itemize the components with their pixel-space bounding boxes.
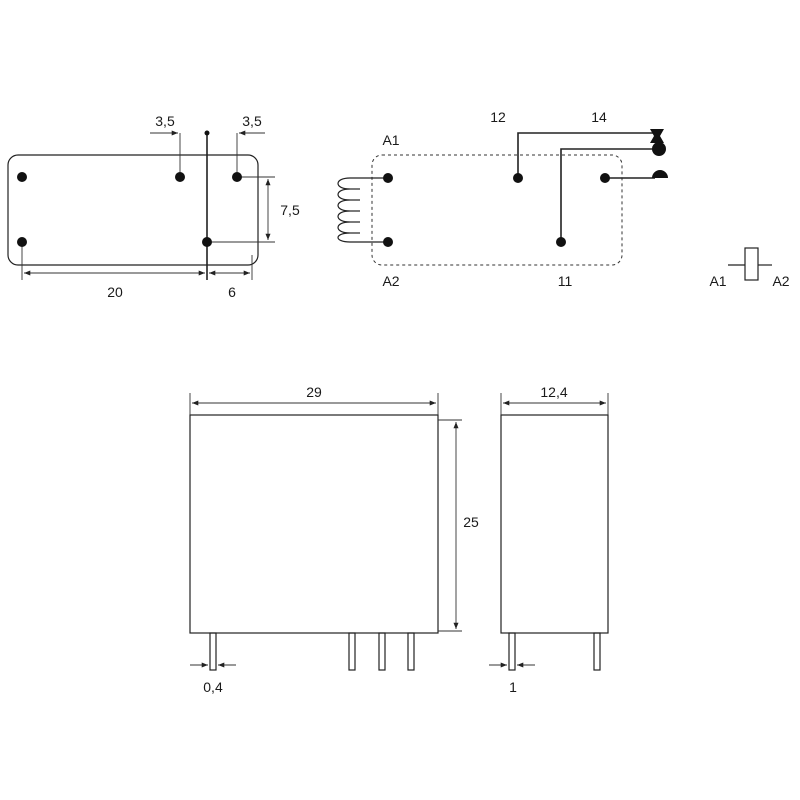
coil-symbol-a1-label: A1 — [709, 273, 726, 289]
terminal-14-label: 14 — [591, 109, 607, 125]
terminal-a1-label: A1 — [382, 132, 399, 148]
footprint-pin — [202, 237, 212, 247]
dim-depth: 12,4 — [540, 384, 567, 400]
schematic-outline — [371, 154, 623, 266]
footprint-pin — [17, 237, 27, 247]
dim-row-spacing: 7,5 — [280, 202, 300, 218]
terminal-a2-dot — [383, 237, 393, 247]
footprint-outline — [7, 154, 259, 266]
terminal-a1-dot — [383, 173, 393, 183]
contact-tip-common — [652, 142, 666, 156]
dim-length-side: 6 — [228, 284, 236, 300]
side-pin — [593, 632, 601, 671]
side-view: 12,4 1 — [489, 384, 609, 695]
front-pin — [407, 632, 415, 671]
footprint-pin — [175, 172, 185, 182]
center-marker-dot — [204, 130, 210, 136]
contact-12-wire — [517, 132, 655, 178]
terminal-14-dot — [600, 173, 610, 183]
footprint-pin — [17, 172, 27, 182]
dim-height: 25 — [463, 514, 479, 530]
coil-symbol: A1 A2 — [709, 247, 790, 289]
dim-width: 29 — [306, 384, 322, 400]
coil-symbol-a2-label: A2 — [772, 273, 789, 289]
coil-winding — [337, 177, 388, 243]
terminal-a2-label: A2 — [382, 273, 399, 289]
contact-tip-14 — [652, 170, 668, 178]
wiring-schematic: A1 A2 12 14 11 — [337, 109, 668, 289]
dim-length-main: 20 — [107, 284, 123, 300]
terminal-12-dot — [513, 173, 523, 183]
front-pin — [209, 632, 217, 671]
front-view: 29 25 0,4 — [189, 384, 479, 695]
front-pin — [348, 632, 356, 671]
front-view-body — [189, 414, 439, 634]
dim-pitch-left: 3,5 — [155, 113, 175, 129]
terminal-11-label: 11 — [558, 273, 573, 289]
pcb-footprint: 3,5 3,5 7,5 20 6 — [7, 113, 300, 300]
dim-pitch-right: 3,5 — [242, 113, 262, 129]
contact-common-wire — [560, 148, 655, 242]
terminal-12-label: 12 — [490, 109, 506, 125]
dim-pin-width: 0,4 — [203, 679, 223, 695]
dim-side-pin-width: 1 — [509, 679, 517, 695]
side-view-body — [500, 414, 609, 634]
front-pin — [378, 632, 386, 671]
coil-symbol-box — [744, 247, 759, 281]
side-pin — [508, 632, 516, 671]
footprint-pin — [232, 172, 242, 182]
terminal-11-dot — [556, 237, 566, 247]
contact-tip-12 — [650, 129, 664, 143]
